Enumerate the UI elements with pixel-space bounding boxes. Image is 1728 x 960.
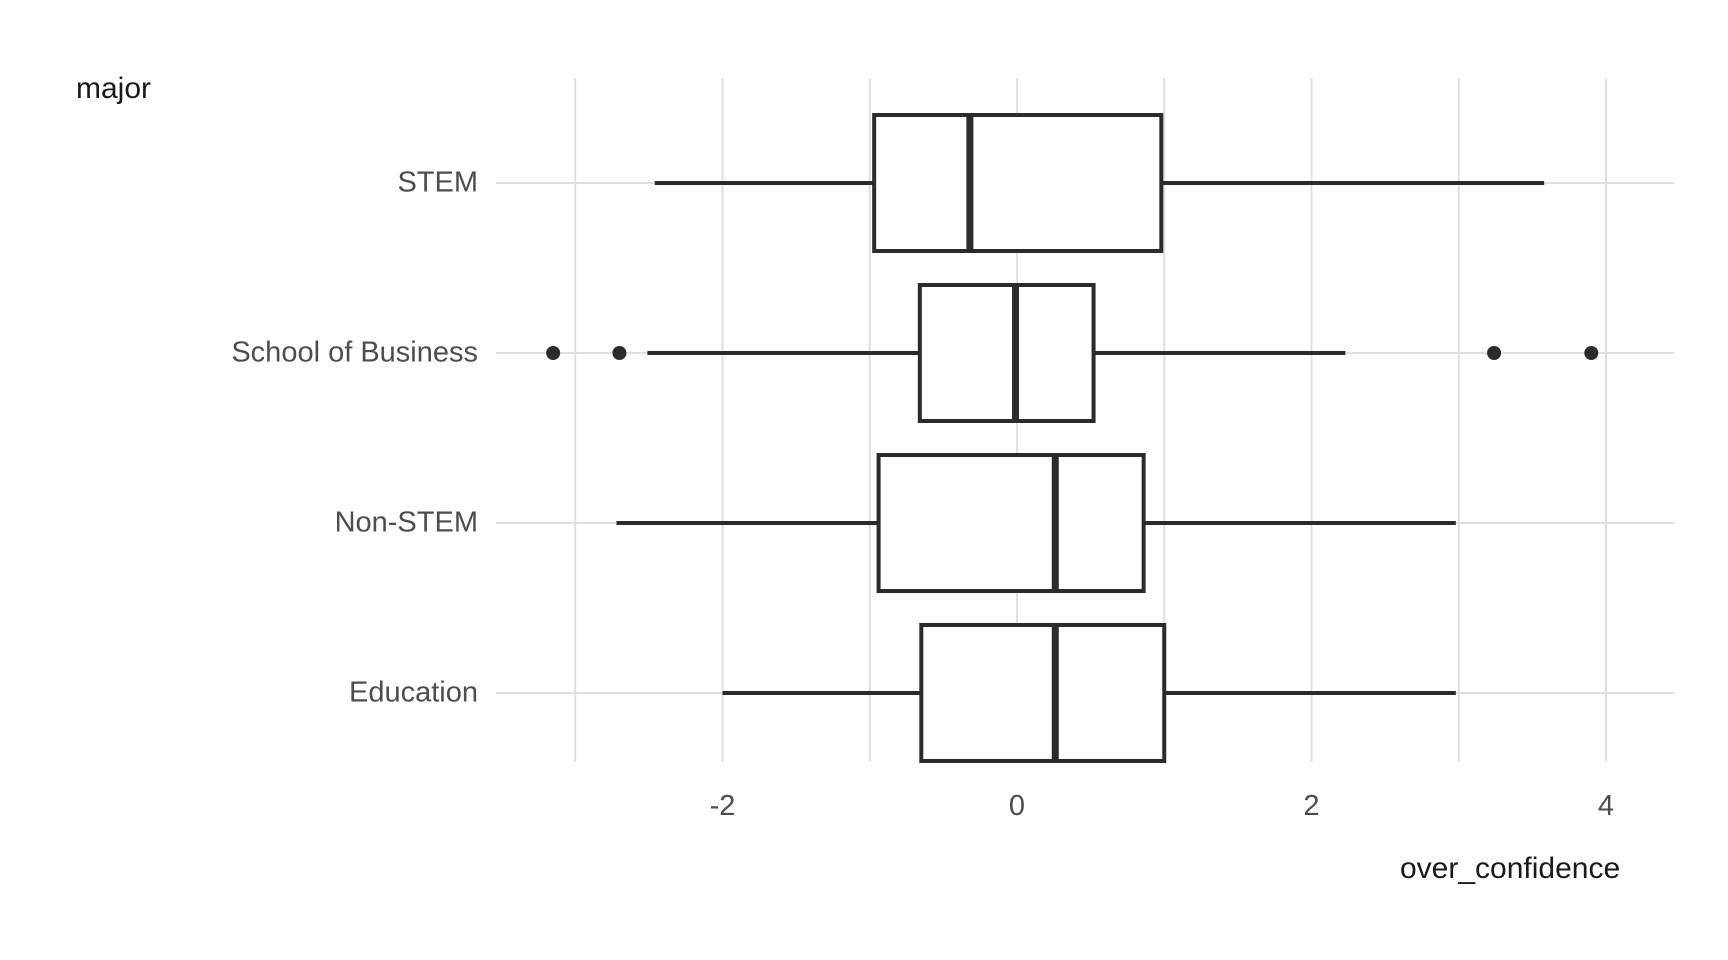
outlier-point xyxy=(1584,346,1599,360)
x-axis-title: over_confidence xyxy=(1400,852,1621,885)
y-tick-label-stem: STEM xyxy=(397,166,478,199)
boxplot-stem xyxy=(654,113,1545,253)
box-iqr xyxy=(876,453,1146,593)
y-axis-title: major xyxy=(76,72,152,105)
box-iqr xyxy=(917,283,1096,423)
x-tick-label-0: 0 xyxy=(1008,790,1026,822)
grid-major-horizontal xyxy=(496,182,1674,694)
box-iqr xyxy=(919,623,1167,763)
boxplot-education xyxy=(722,623,1456,763)
outlier-point xyxy=(1487,346,1502,360)
outlier-point xyxy=(546,346,561,360)
grid-minor-vertical xyxy=(574,78,1460,762)
grid-major-vertical xyxy=(721,78,1607,762)
boxplot-school-of-business xyxy=(546,283,1599,423)
box-layer xyxy=(546,113,1599,763)
y-tick-label-non-stem: Non-STEM xyxy=(334,506,478,539)
boxplot-non-stem xyxy=(616,453,1456,593)
x-tick-label-2: 2 xyxy=(1303,790,1320,822)
x-tick-label-minus2: -2 xyxy=(709,790,736,822)
box-iqr xyxy=(872,113,1164,253)
y-tick-label-education: Education xyxy=(349,676,478,709)
y-tick-label-school-of-business: School of Business xyxy=(231,336,478,369)
x-tick-label-4: 4 xyxy=(1597,790,1615,822)
outlier-point xyxy=(612,346,627,360)
